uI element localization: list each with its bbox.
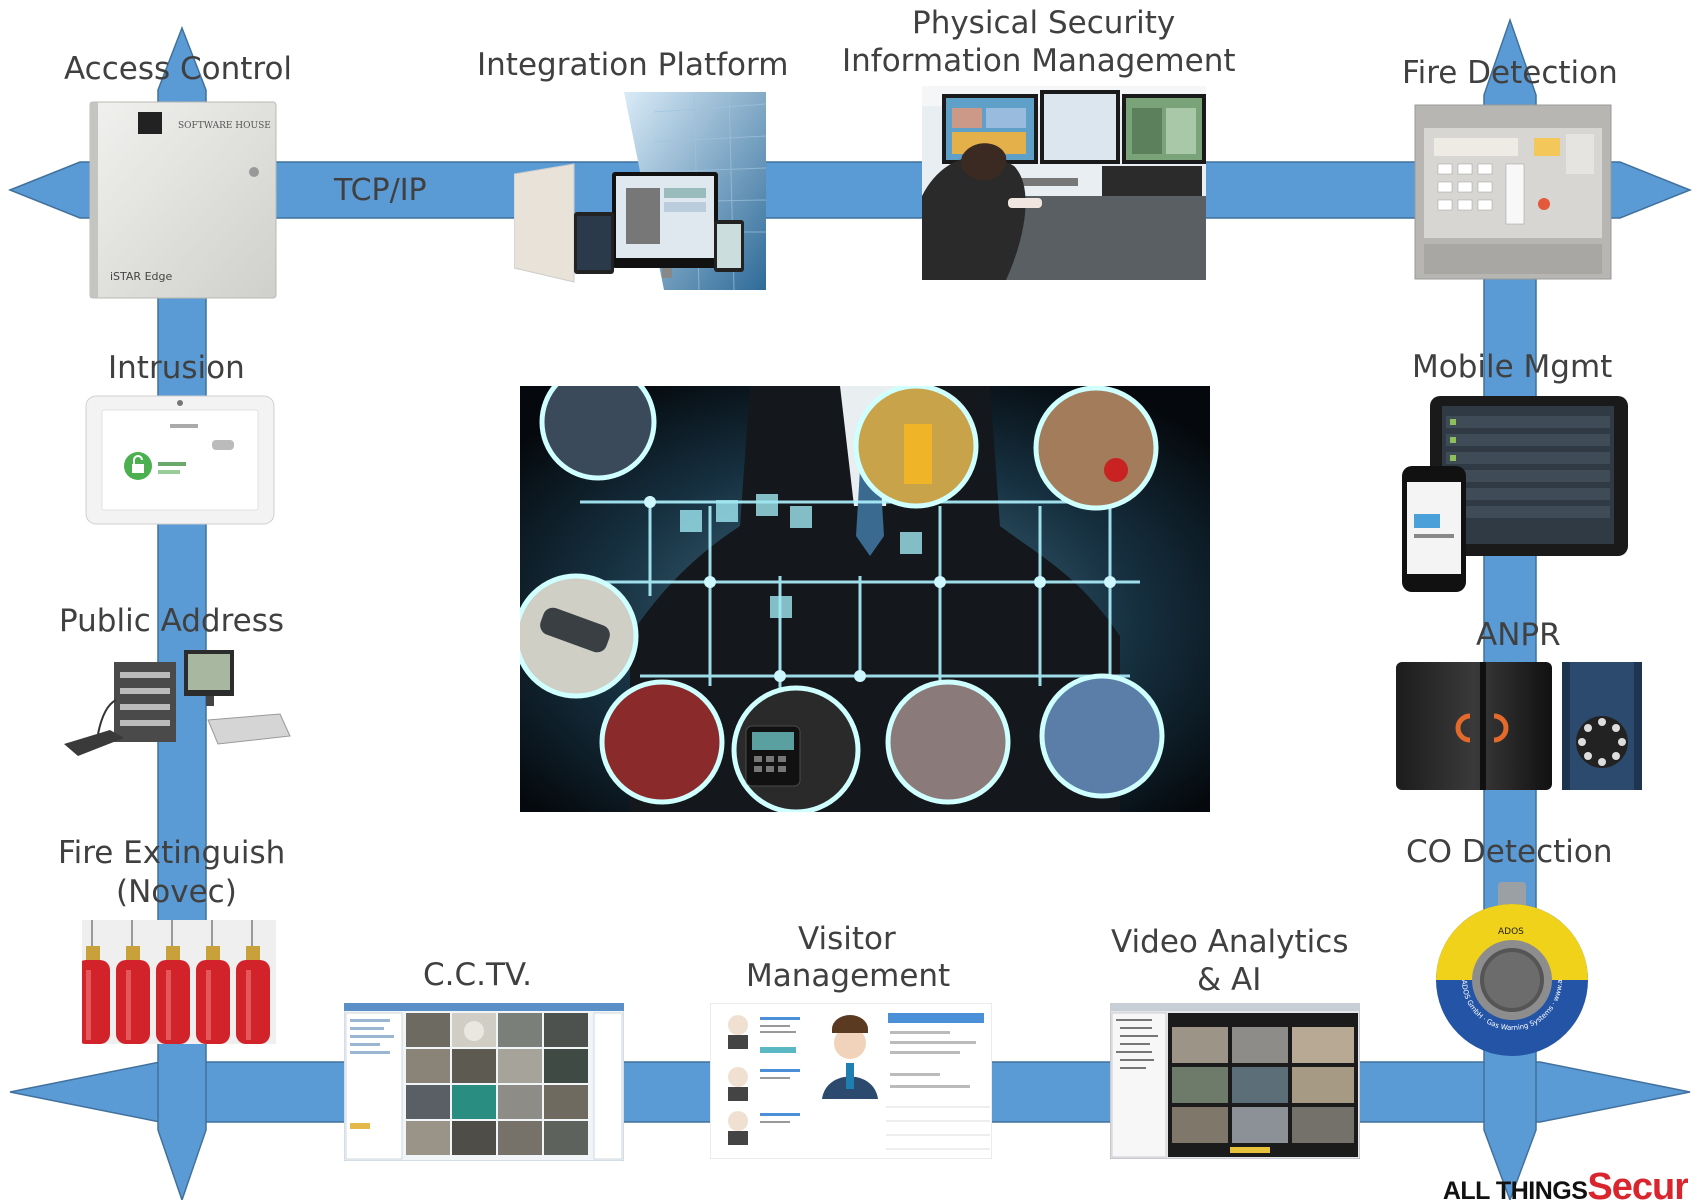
integration-platform-image xyxy=(514,92,766,290)
psim-label-line1: Physical Security xyxy=(912,5,1176,41)
ados-brand-text: ADOS xyxy=(1498,927,1524,937)
video-analytics-label-line2: & AI xyxy=(1197,962,1262,998)
co-detector-image: ADOS ADOS GmbH · Gas Warning Systems · w… xyxy=(1434,882,1590,1060)
public-address-label: Public Address xyxy=(59,603,285,639)
psim-label-line2: Information Management xyxy=(842,43,1236,79)
video-analytics-label-line1: Video Analytics xyxy=(1111,924,1349,960)
psim-control-room-image xyxy=(922,86,1206,280)
top-bus-arrow xyxy=(7,161,1693,219)
visitor-management-label-line1: Visitor xyxy=(798,921,896,957)
integration-platform-label: Integration Platform xyxy=(477,47,789,83)
mobile-management-devices-image xyxy=(1398,394,1630,594)
fire-detection-panel-image xyxy=(1414,104,1612,280)
co-detection-label: CO Detection xyxy=(1406,834,1613,870)
cctv-label: C.C.TV. xyxy=(423,957,532,993)
access-control-panel-image: SOFTWARE HOUSE iSTAR Edge xyxy=(88,100,280,302)
visitor-management-label-line2: Management xyxy=(746,958,951,994)
fire-detection-label: Fire Detection xyxy=(1402,55,1618,91)
logo-text-line2: Secur xyxy=(1587,1166,1688,1200)
fire-extinguish-label-line2: (Novec) xyxy=(116,874,237,910)
all-things-secure-logo: ALL THINGS Secur xyxy=(1443,1166,1688,1200)
visitor-management-screen-image xyxy=(710,1003,992,1159)
public-address-equipment-image xyxy=(64,644,298,764)
panel-model-text: iSTAR Edge xyxy=(110,270,172,283)
panel-brand-text: SOFTWARE HOUSE xyxy=(178,121,271,131)
tcp-ip-label: TCP/IP xyxy=(334,173,427,208)
anpr-label: ANPR xyxy=(1476,617,1561,653)
logo-text-line1: ALL THINGS xyxy=(1442,1177,1588,1200)
fire-extinguish-cylinders-image xyxy=(82,920,276,1044)
video-analytics-screen-image xyxy=(1110,1003,1360,1159)
central-integrated-security-montage-image xyxy=(520,386,1210,812)
access-control-label: Access Control xyxy=(64,51,293,87)
anpr-cameras-image xyxy=(1394,660,1644,792)
fire-extinguish-label-line1: Fire Extinguish xyxy=(58,835,286,871)
intrusion-keypad-image xyxy=(84,394,276,526)
mobile-mgmt-label: Mobile Mgmt xyxy=(1412,349,1613,385)
left-bus-arrow xyxy=(157,25,207,1200)
cctv-multiview-image xyxy=(344,1003,624,1161)
intrusion-label: Intrusion xyxy=(108,350,245,386)
